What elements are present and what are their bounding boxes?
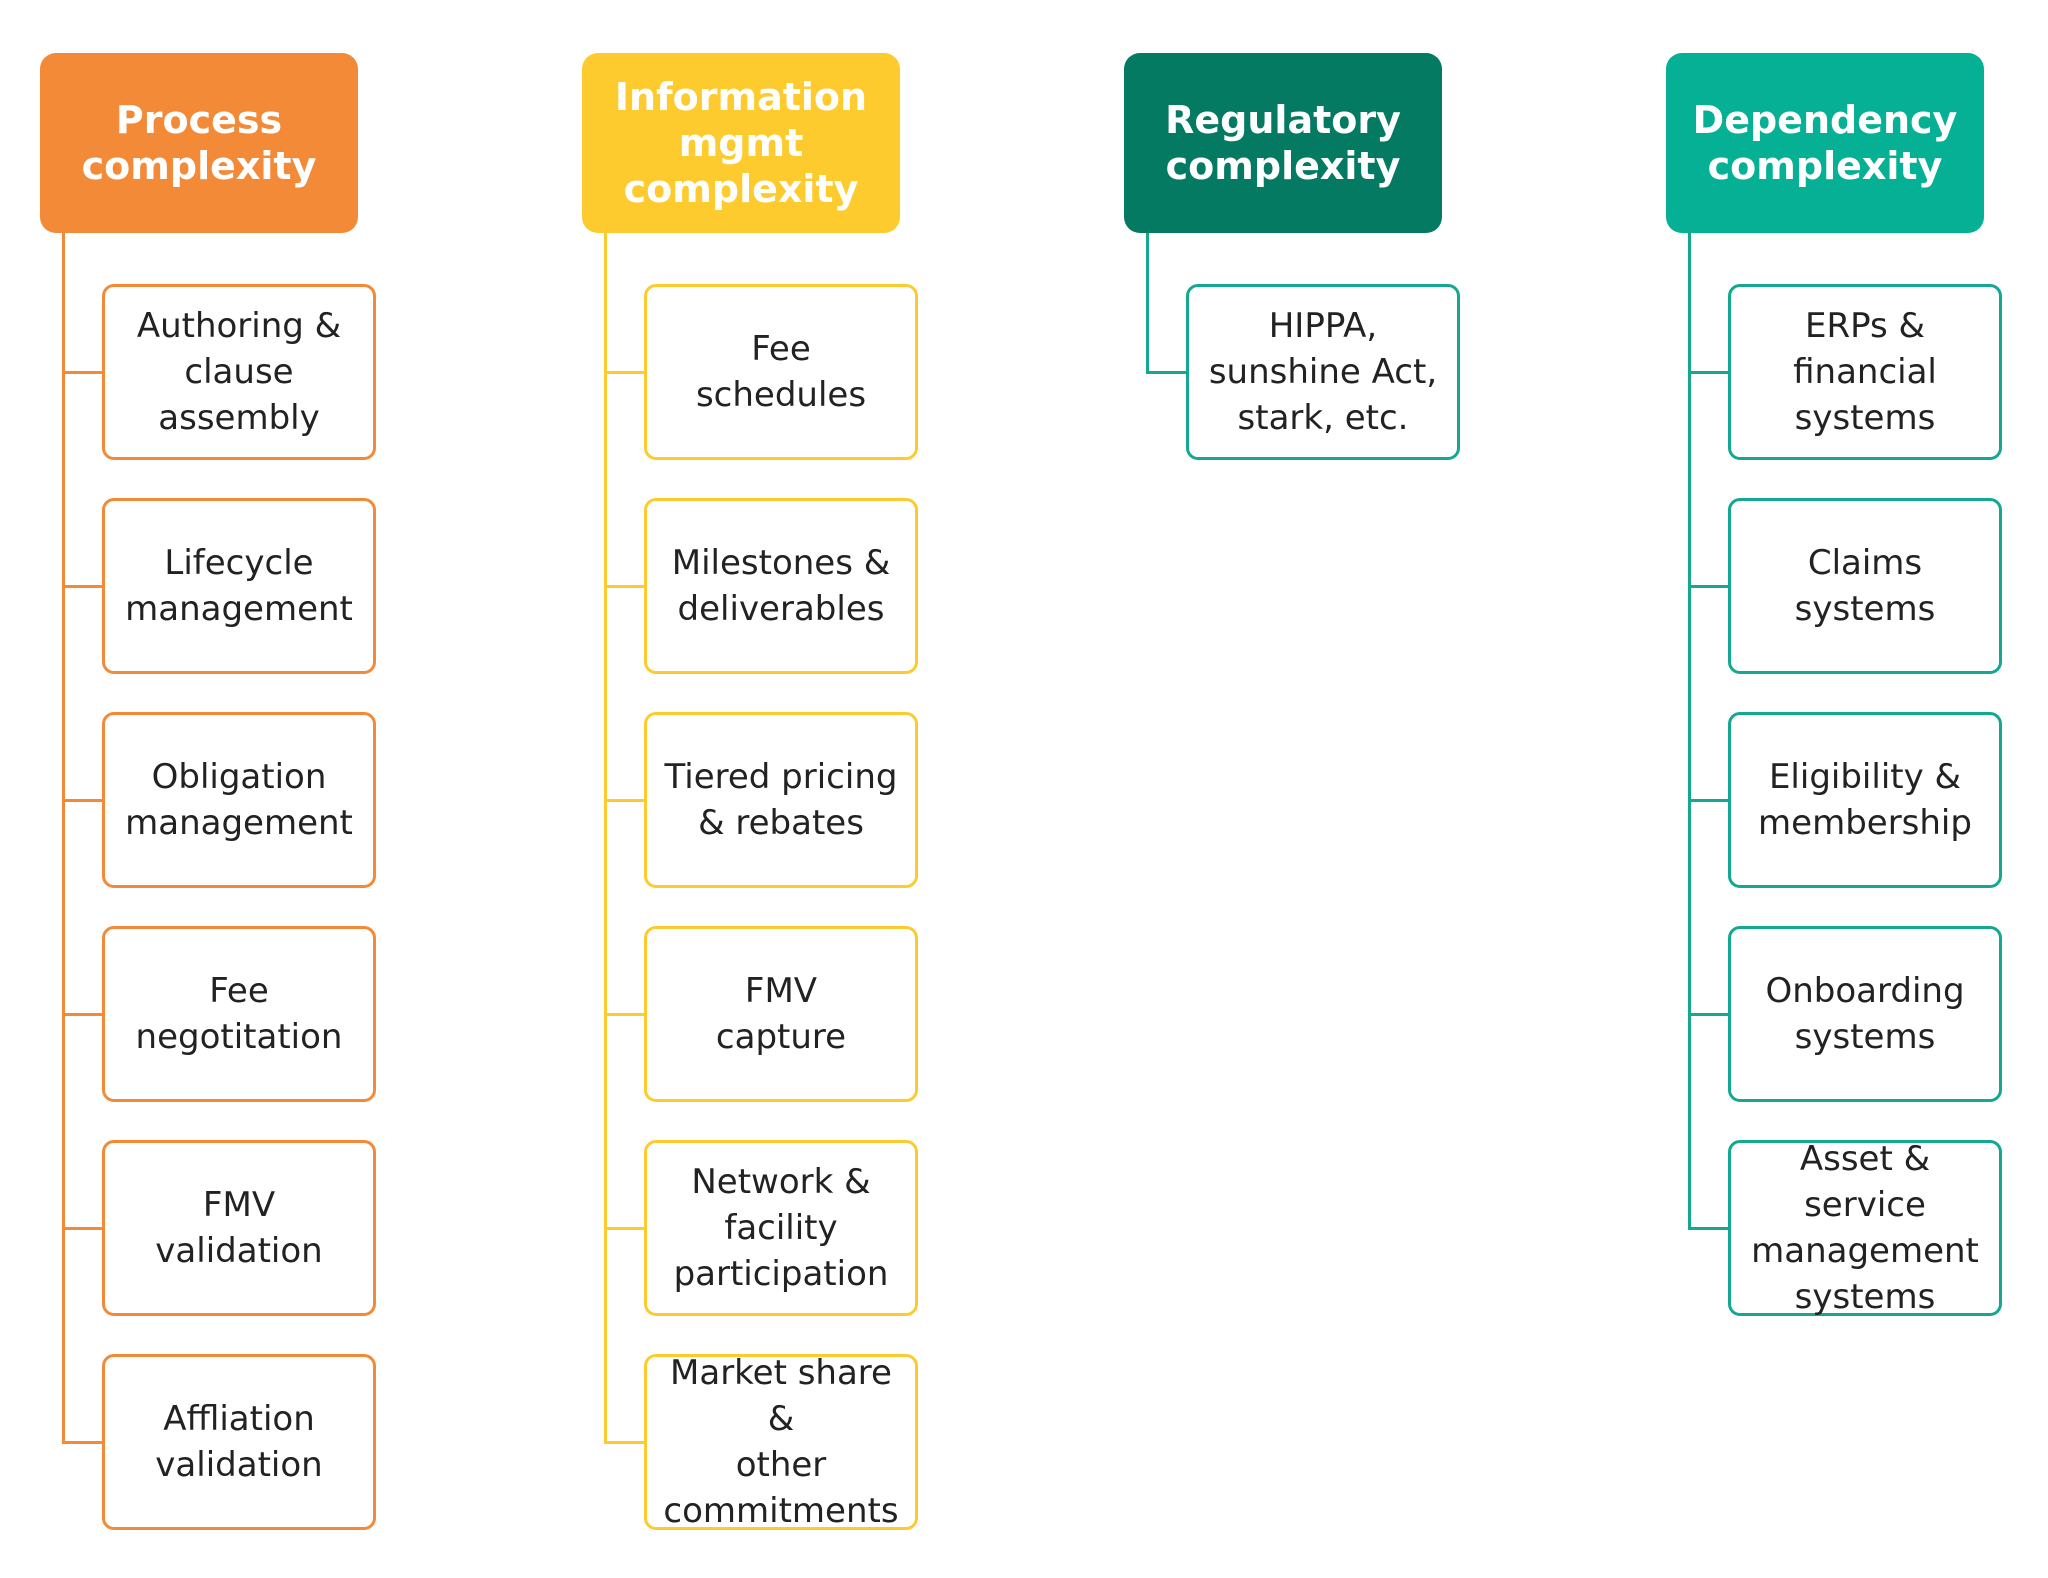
complexity-item: Obligation management <box>102 712 376 888</box>
complexity-item-label: Affliation validation <box>155 1399 323 1485</box>
complexity-item-label: Tiered pricing & rebates <box>664 757 898 843</box>
complexity-item: HIPPA, sunshine Act, stark, etc. <box>1186 284 1460 460</box>
complexity-item-label: Eligibility & membership <box>1758 757 1972 843</box>
complexity-item-label: Lifecycle management <box>125 543 353 629</box>
complexity-item: Fee negotitation <box>102 926 376 1102</box>
connector-branch <box>604 371 644 374</box>
connector-branch <box>1146 371 1186 374</box>
connector-branch <box>1688 799 1728 802</box>
connector-branch <box>604 1013 644 1016</box>
complexity-item-label: ERPs & financial systems <box>1793 306 1937 438</box>
complexity-item: FMV capture <box>644 926 918 1102</box>
connector-branch <box>604 1227 644 1230</box>
connector-branch <box>62 1441 102 1444</box>
column-header: Process complexity <box>40 53 358 233</box>
column-header: Regulatory complexity <box>1124 53 1442 233</box>
connector-trunk <box>62 233 65 1444</box>
complexity-item: Lifecycle management <box>102 498 376 674</box>
connector-branch <box>62 371 102 374</box>
complexity-item-label: Claims systems <box>1794 543 1936 629</box>
connector-branch <box>62 1013 102 1016</box>
connector-branch <box>62 585 102 588</box>
connector-branch <box>1688 585 1728 588</box>
connector-branch <box>1688 1227 1728 1230</box>
connector-branch <box>604 585 644 588</box>
complexity-item: Asset & service management systems <box>1728 1139 2002 1317</box>
complexity-item-label: Fee schedules <box>695 329 867 415</box>
complexity-item: Authoring & clause assembly <box>102 284 376 460</box>
complexity-item-label: Obligation management <box>125 757 353 843</box>
complexity-item-label: Network & facility participation <box>673 1162 889 1294</box>
column-header-label: Dependency complexity <box>1692 98 1958 188</box>
complexity-item: Fee schedules <box>644 284 918 460</box>
complexity-item: Onboarding systems <box>1728 926 2002 1102</box>
connector-branch <box>604 1441 644 1444</box>
complexity-item: Tiered pricing & rebates <box>644 712 918 888</box>
connector-branch <box>604 799 644 802</box>
complexity-item: FMV validation <box>102 1140 376 1316</box>
connector-branch <box>1688 1013 1728 1016</box>
connector-trunk <box>604 233 607 1444</box>
complexity-item: Affliation validation <box>102 1354 376 1530</box>
column-header: Dependency complexity <box>1666 53 1984 233</box>
complexity-item-label: Authoring & clause assembly <box>136 306 342 438</box>
complexity-item: Network & facility participation <box>644 1140 918 1316</box>
connector-trunk <box>1146 233 1149 374</box>
complexity-item: Milestones & deliverables <box>644 498 918 674</box>
complexity-item-label: HIPPA, sunshine Act, stark, etc. <box>1208 306 1438 438</box>
connector-branch <box>62 799 102 802</box>
column-header: Information mgmt complexity <box>582 53 900 233</box>
complexity-item: Market share & other commitments <box>644 1353 918 1531</box>
connector-branch <box>62 1227 102 1230</box>
complexity-item-label: Milestones & deliverables <box>671 543 891 629</box>
column-header-label: Information mgmt complexity <box>614 75 868 211</box>
column-header-label: Regulatory complexity <box>1165 98 1401 188</box>
complexity-item-label: Asset & service management systems <box>1751 1139 1979 1317</box>
complexity-item: ERPs & financial systems <box>1728 284 2002 460</box>
complexity-item-label: FMV validation <box>155 1185 323 1271</box>
column-header-label: Process complexity <box>81 98 317 188</box>
complexity-item: Eligibility & membership <box>1728 712 2002 888</box>
complexity-item-label: Fee negotitation <box>135 971 343 1057</box>
connector-trunk <box>1688 233 1691 1230</box>
complexity-item-label: Onboarding systems <box>1765 971 1965 1057</box>
complexity-item: Claims systems <box>1728 498 2002 674</box>
complexity-item-label: FMV capture <box>715 971 847 1057</box>
complexity-item-label: Market share & other commitments <box>663 1353 899 1531</box>
connector-branch <box>1688 371 1728 374</box>
